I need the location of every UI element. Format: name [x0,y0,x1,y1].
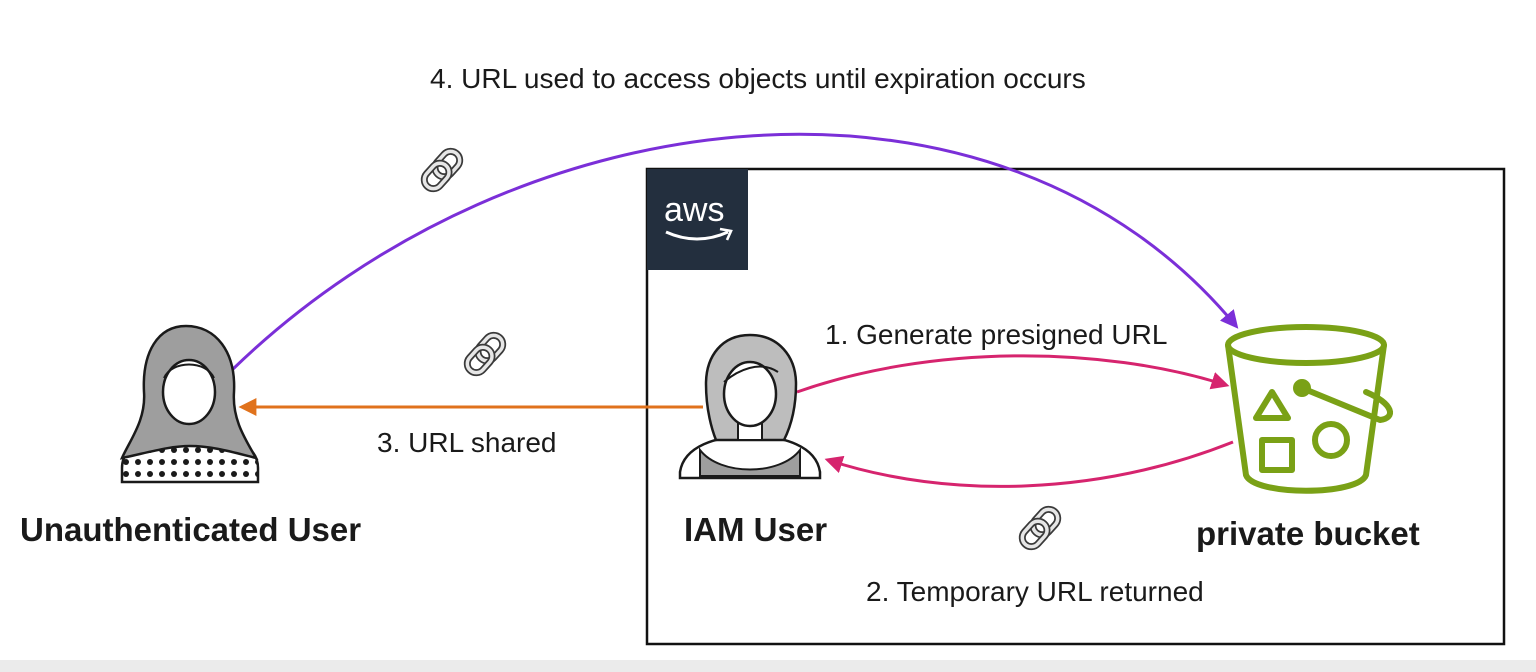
s3-bucket-icon [1225,324,1393,494]
svg-text:aws: aws [664,191,724,229]
person-icon [678,333,822,480]
step2-label: 2. Temporary URL returned [866,576,1204,607]
step4-label: 4. URL used to access objects until expi… [430,63,1086,94]
step4-arrow [230,132,1239,372]
iam-user-label: IAM User [684,511,827,548]
link-icon [464,332,507,377]
bottom-strip [0,660,1536,672]
step1-arrow [796,354,1230,394]
step3-label: 3. URL shared [377,427,557,458]
link-icon [421,148,464,193]
person-hijab-icon [119,324,260,484]
step1-label: 1. Generate presigned URL [825,319,1167,350]
step2-arrow [824,440,1234,488]
aws-logo: aws [647,169,748,270]
private-bucket-label: private bucket [1196,515,1420,552]
unauthenticated-user-label: Unauthenticated User [20,511,361,548]
link-icon [1019,506,1062,551]
